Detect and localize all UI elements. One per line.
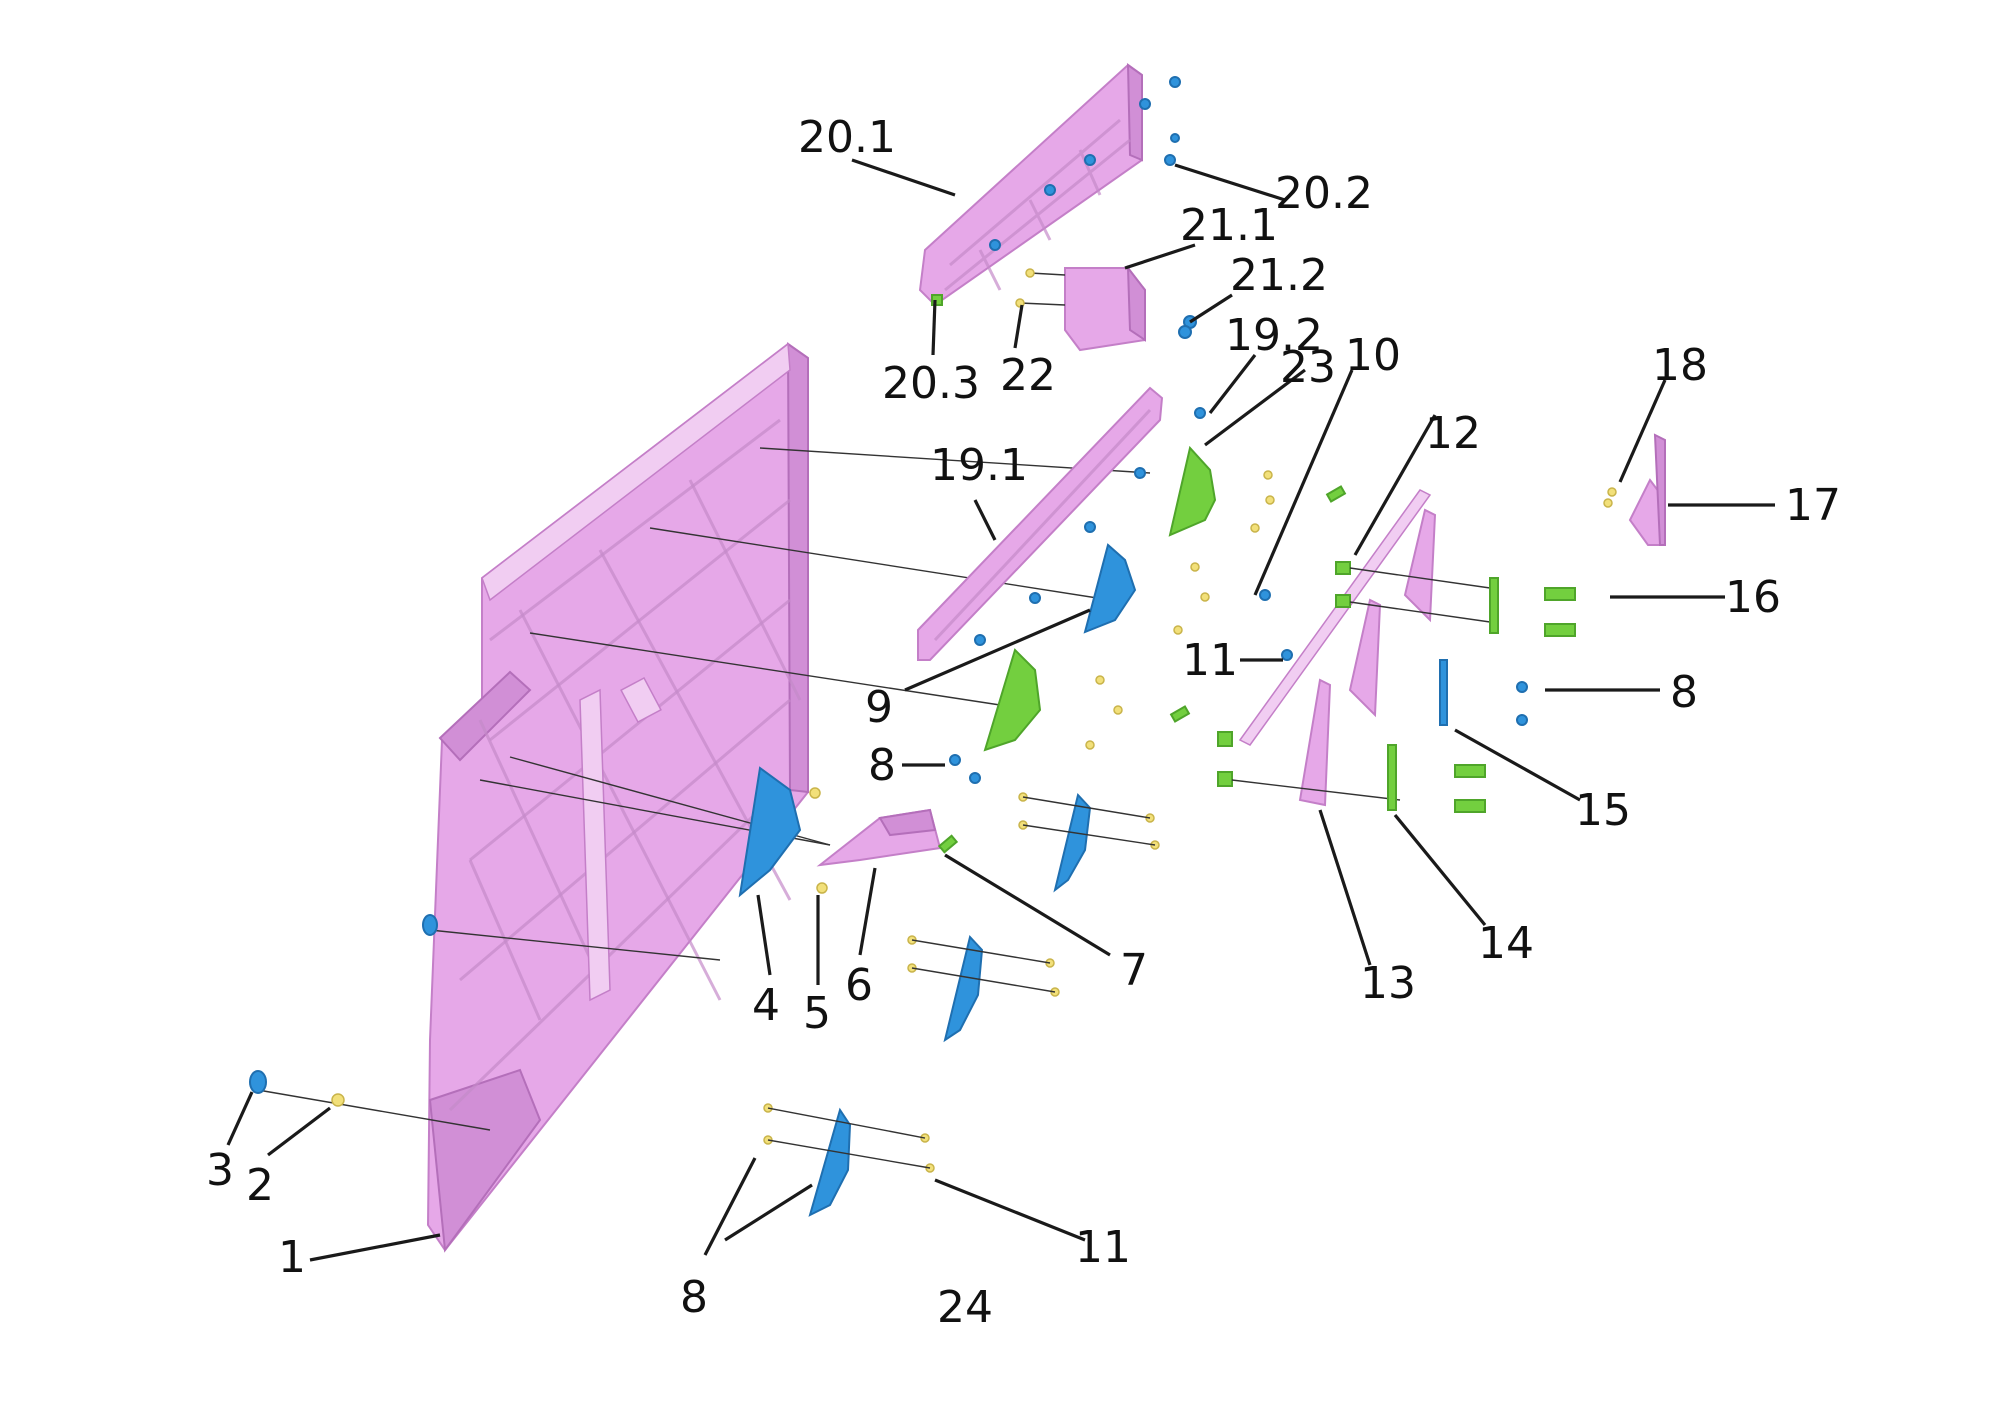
upper-trim-20-1 <box>918 63 1143 307</box>
callout-21-1: 21.1 <box>1180 200 1278 251</box>
bracket-blue-a <box>1018 792 1160 893</box>
bracket-24 <box>763 1103 935 1217</box>
callout-14: 14 <box>1478 918 1534 969</box>
clips-20-2 <box>989 76 1181 251</box>
callout-16: 16 <box>1725 572 1781 623</box>
bracket-blue-b <box>907 934 1060 1043</box>
part-17 <box>1603 433 1666 546</box>
callout-15: 15 <box>1575 785 1631 836</box>
bracket-green-mid <box>983 648 1191 752</box>
callout-21-2: 21.2 <box>1230 250 1328 301</box>
callout-17: 17 <box>1785 480 1841 531</box>
callout-20-3: 20.3 <box>882 358 980 409</box>
callout-23: 23 <box>1280 342 1336 393</box>
callout-1: 1 <box>278 1232 306 1283</box>
switch-housing-21-1 <box>1015 264 1197 352</box>
bracket-9 <box>1083 543 1271 635</box>
plug-16 <box>1489 577 1576 637</box>
callout-19-2: 19.2 <box>1225 310 1323 361</box>
callout-9: 9 <box>865 682 893 733</box>
leader-lines <box>226 158 1775 1262</box>
callout-11-upper: 11 <box>1182 635 1238 686</box>
callout-6: 6 <box>845 960 873 1011</box>
callout-18: 18 <box>1652 340 1708 391</box>
callout-2: 2 <box>246 1160 274 1211</box>
screw-5 <box>816 882 828 894</box>
callout-22: 22 <box>1000 350 1056 401</box>
bracket-4 <box>738 766 821 898</box>
callout-7: 7 <box>1120 945 1148 996</box>
plug-15 <box>1281 649 1528 726</box>
callout-11-lower: 11 <box>1075 1222 1131 1273</box>
callout-20-1: 20.1 <box>798 112 896 163</box>
callout-20-2: 20.2 <box>1275 168 1373 219</box>
clips-12 <box>1217 561 1491 801</box>
bracket-23 <box>1168 445 1347 537</box>
plug-14 <box>1387 744 1486 813</box>
trim-strip-19-1 <box>917 386 1206 661</box>
callout-4: 4 <box>752 980 780 1031</box>
pull-handle-6 <box>816 808 942 867</box>
callout-10: 10 <box>1345 330 1401 381</box>
callout-13: 13 <box>1360 958 1416 1009</box>
cap-3 <box>249 1070 267 1094</box>
callout-8-right: 8 <box>1670 667 1698 718</box>
callout-24: 24 <box>937 1282 993 1333</box>
clip-7 <box>937 834 959 854</box>
strip-13 <box>1238 489 1437 807</box>
callout-19-1: 19.1 <box>930 440 1028 491</box>
callout-5: 5 <box>803 988 831 1039</box>
callout-8-lower: 8 <box>680 1272 708 1323</box>
callout-labels: 1 2 3 4 5 6 7 8 8 8 9 10 11 11 12 13 14 … <box>206 112 1841 1333</box>
cap-left <box>422 914 438 936</box>
callout-8-upper: 8 <box>868 740 896 791</box>
door-trim-panel <box>426 342 809 1253</box>
screw-2 <box>331 1093 345 1107</box>
callout-12: 12 <box>1425 408 1481 459</box>
clips-8-small <box>949 754 981 784</box>
callout-3: 3 <box>206 1145 234 1196</box>
